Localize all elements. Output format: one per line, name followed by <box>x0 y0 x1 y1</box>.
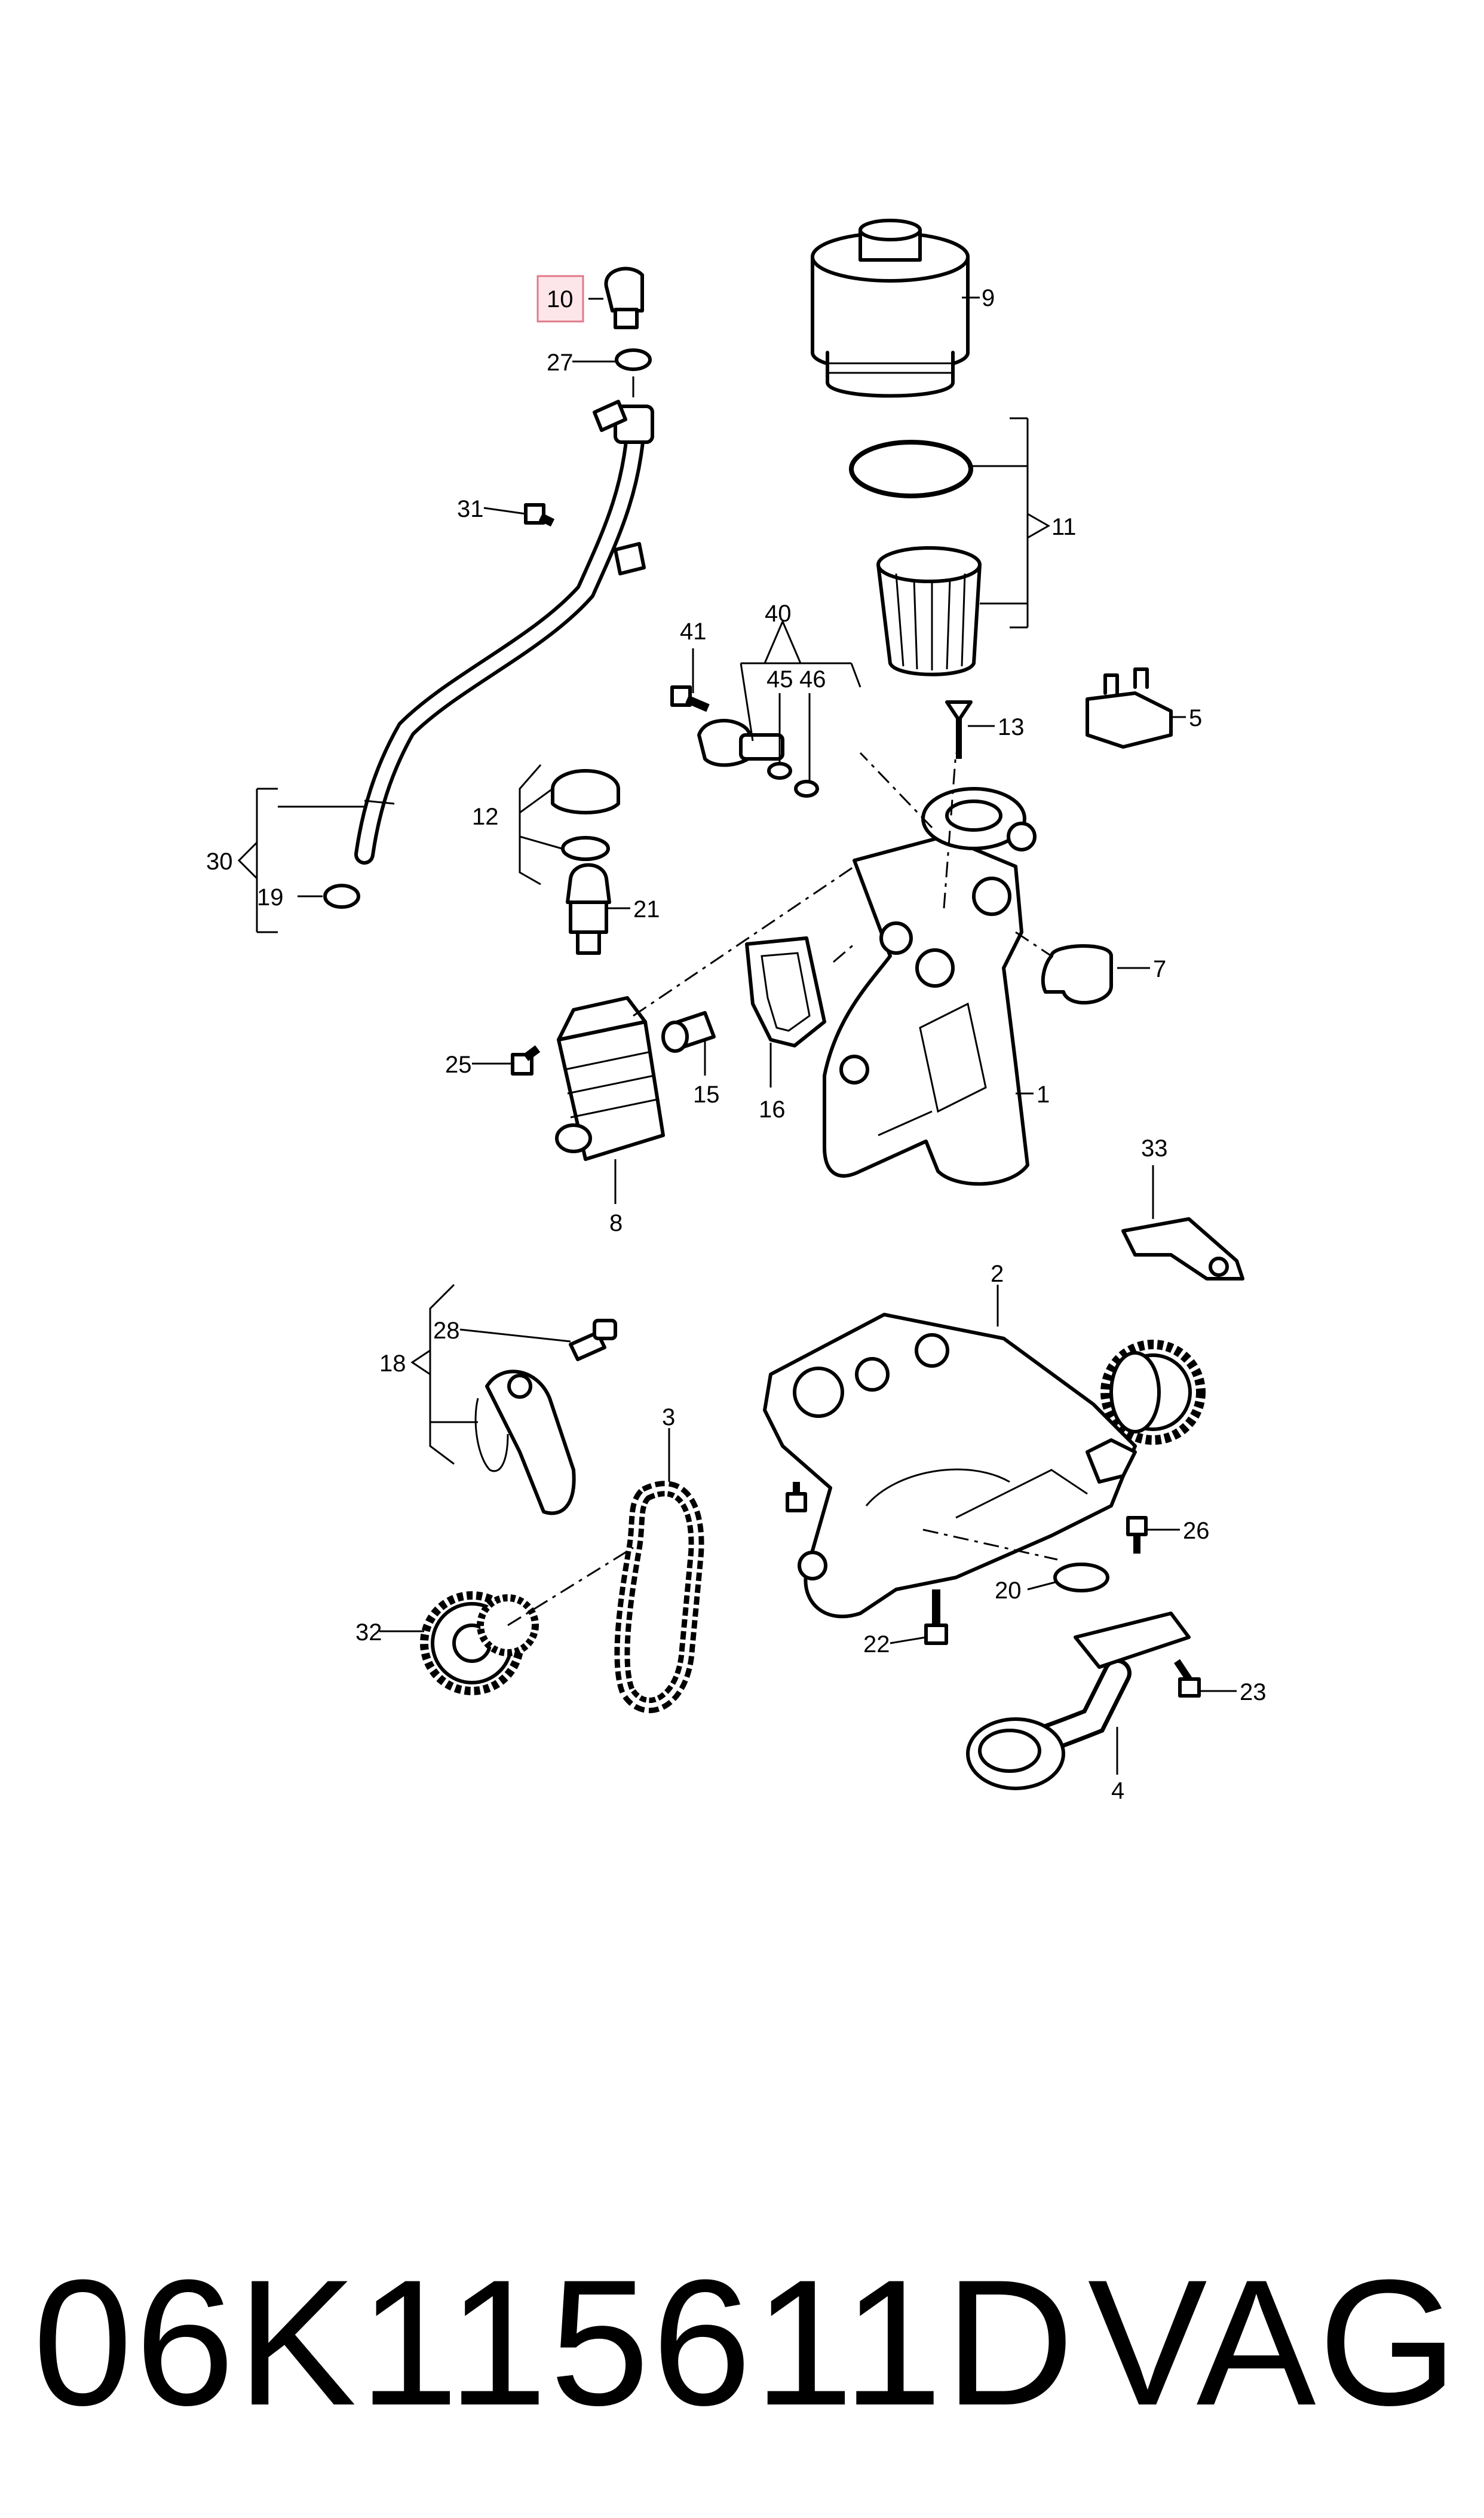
label-1: 1 <box>1037 1082 1050 1108</box>
sprocket-part-32 <box>420 1591 539 1695</box>
footer: 06K115611D VAG <box>0 2235 1484 2474</box>
plug-part-12 <box>551 769 620 814</box>
drive-chain-part-3 <box>614 1481 704 1714</box>
label-11: 11 <box>1051 514 1077 540</box>
label-28: 28 <box>433 1318 460 1344</box>
bolt-part-23 <box>1174 1659 1201 1698</box>
label-30: 30 <box>206 848 233 875</box>
label-20: 20 <box>995 1577 1022 1604</box>
label-9: 9 <box>982 285 995 311</box>
label-5: 5 <box>1189 705 1202 731</box>
label-15: 15 <box>693 1082 720 1108</box>
label-4: 4 <box>1111 1778 1124 1804</box>
dipstick-cap-part-10 <box>536 266 644 329</box>
label-41: 41 <box>680 618 707 645</box>
label-45: 45 <box>766 666 793 693</box>
seal-ring-part-27 <box>615 348 652 371</box>
check-valve-part-13 <box>945 700 973 759</box>
bolt-part-26 <box>1126 1516 1148 1554</box>
label-16: 16 <box>759 1096 786 1123</box>
bolt-part-15 <box>661 1011 716 1053</box>
oil-pickup-tube-part-4 <box>966 1612 1191 1790</box>
o-ring-part-20 <box>1053 1563 1109 1592</box>
bracket-part-33 <box>1121 1217 1244 1281</box>
bolt-part-25 <box>511 1045 541 1076</box>
bolt-part-28 <box>569 1319 617 1361</box>
label-7: 7 <box>1153 956 1166 982</box>
bolt-part-31 <box>524 503 555 527</box>
oil-filter-housing-part-1 <box>823 787 1037 1186</box>
o-ring-part-19 <box>323 884 360 909</box>
label-8: 8 <box>609 1210 623 1236</box>
bolt-part-22 <box>924 1589 948 1645</box>
assembly-dash-lines <box>507 752 1058 1626</box>
bracket-clip-part-5 <box>1086 667 1173 749</box>
label-10: 10 <box>547 286 574 313</box>
chain-tensioner-part-18 <box>474 1370 576 1515</box>
oil-filter-element-part-11 <box>876 546 982 676</box>
oil-filter-cap-part-9 <box>811 219 970 398</box>
oil-pressure-switch-part-40 <box>697 719 784 767</box>
label-26: 26 <box>1183 1518 1210 1544</box>
label-25: 25 <box>445 1052 472 1078</box>
label-31: 31 <box>457 496 484 522</box>
label-23: 23 <box>1240 1679 1267 1705</box>
label-18: 18 <box>379 1350 406 1377</box>
pressure-valve-part-21 <box>566 863 611 955</box>
part-number: 06K115611D <box>33 2242 1077 2443</box>
filter-o-ring <box>849 440 973 498</box>
dipstick-guide-tube <box>354 400 654 865</box>
label-32: 32 <box>355 1619 382 1646</box>
label-40: 40 <box>765 601 792 627</box>
label-13: 13 <box>998 714 1025 740</box>
label-21: 21 <box>633 896 660 923</box>
exploded-parts-diagram: 9 10 27 31 11 40 41 45 46 13 5 12 30 19 … <box>206 219 1267 1804</box>
label-2: 2 <box>991 1261 1004 1287</box>
bolt-left <box>786 1482 807 1512</box>
callout-labels: 9 10 27 31 11 40 41 45 46 13 5 12 30 19 … <box>206 285 1267 1804</box>
seal-part-45 <box>767 762 792 780</box>
manufacturer-name: VAG <box>1087 2242 1460 2443</box>
label-33: 33 <box>1141 1135 1168 1162</box>
o-ring-part-12 <box>561 836 610 861</box>
leader-lines <box>237 296 1237 1775</box>
oil-cooler-part-8 <box>555 996 665 1161</box>
label-19: 19 <box>257 884 284 911</box>
seal-part-46 <box>794 780 819 798</box>
label-27: 27 <box>547 350 574 376</box>
oil-pump-part-2 <box>763 1313 1206 1619</box>
gasket-part-7 <box>1041 944 1113 1005</box>
label-46: 46 <box>799 666 826 693</box>
bolt-part-41 <box>670 685 710 712</box>
label-12: 12 <box>472 804 499 830</box>
label-22: 22 <box>863 1631 890 1658</box>
label-3: 3 <box>662 1404 675 1430</box>
